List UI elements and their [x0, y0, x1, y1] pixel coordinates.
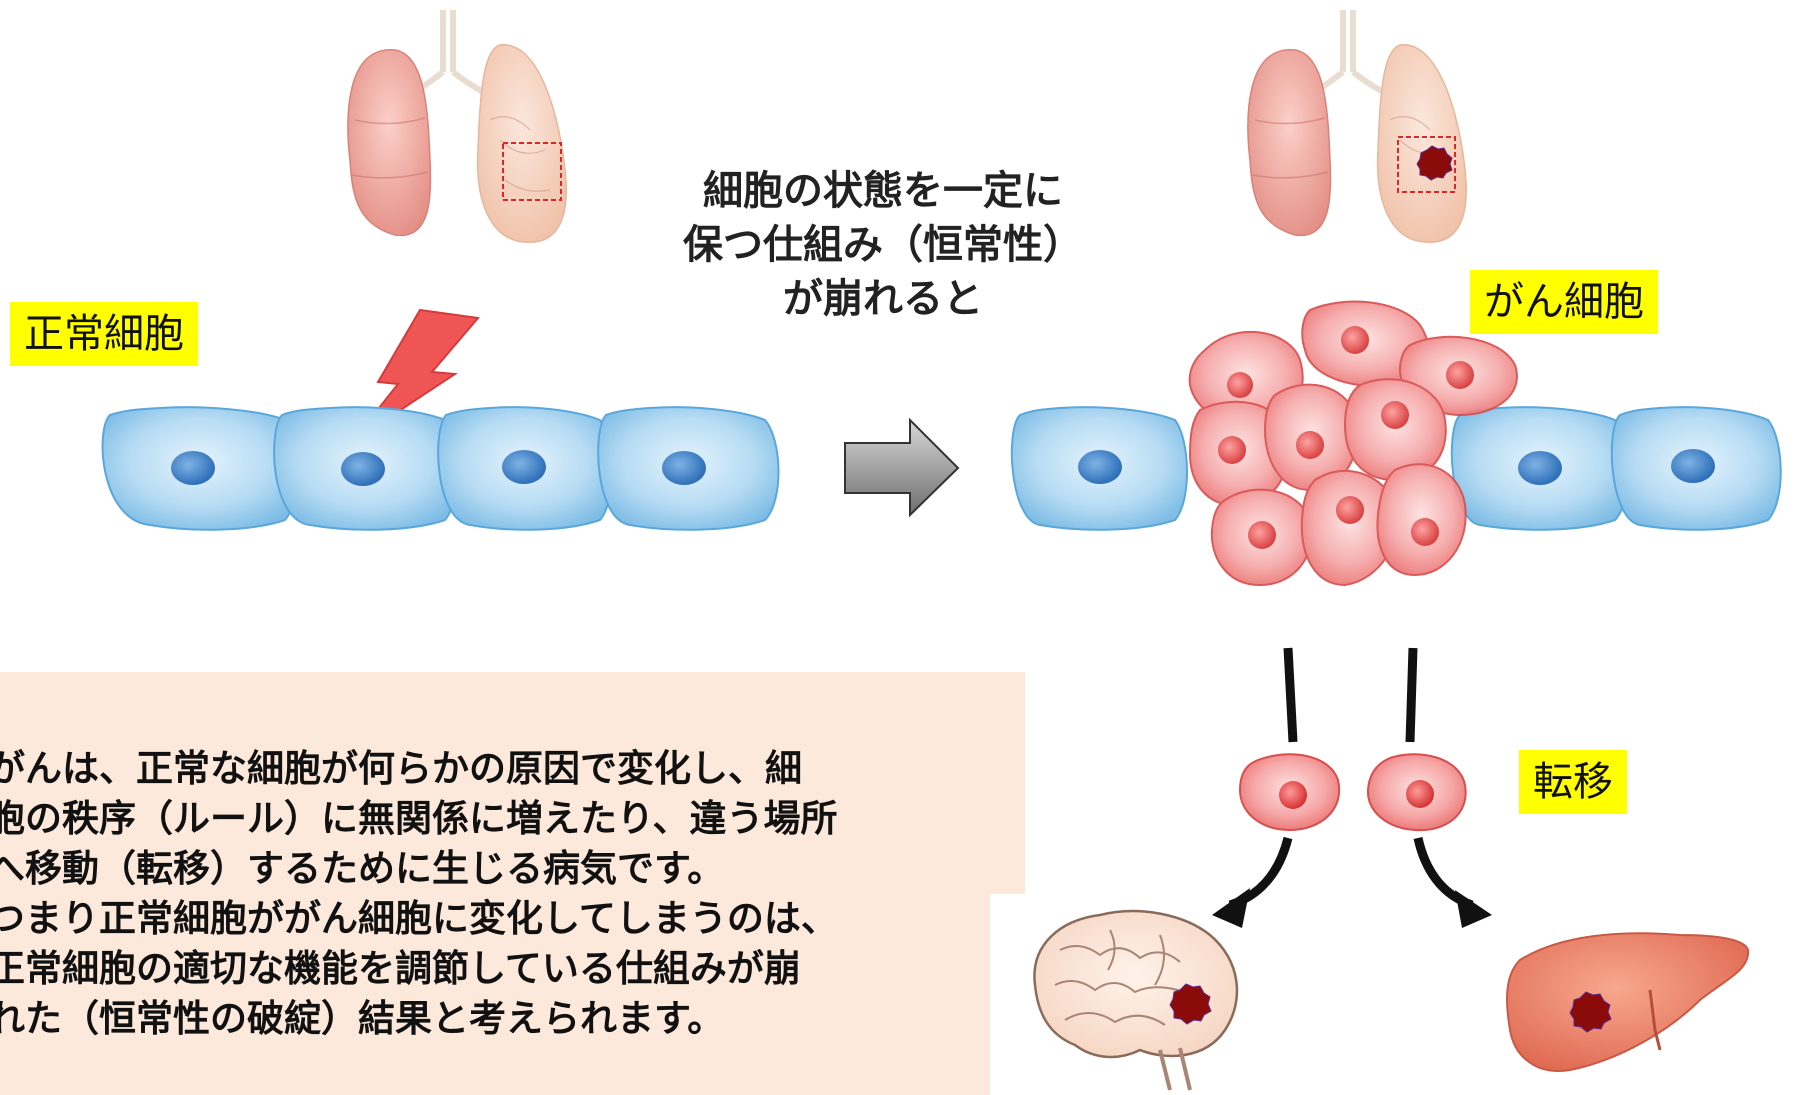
- description-line: へ移動（転移）するために生じる病気です。: [0, 844, 1010, 894]
- description-line: 胞の秩序（ルール）に無関係に増えたり、違う場所: [0, 794, 1010, 844]
- right-arrow-icon: [845, 420, 958, 515]
- caption-line-1: 細胞の状態を一定に: [663, 164, 1103, 218]
- caption-homeostasis: 細胞の状態を一定に 保つ仕組み（恒常性） が崩れると: [663, 164, 1103, 326]
- normal-cell: [1452, 407, 1629, 530]
- metastasis-cell: [1240, 754, 1339, 830]
- caption-line-3: が崩れると: [663, 272, 1103, 326]
- lungs-normal: [348, 10, 566, 242]
- brain-icon: [1034, 911, 1237, 1090]
- normal-cell: [1012, 407, 1187, 530]
- caption-line-2: 保つ仕組み（恒常性）: [663, 218, 1103, 272]
- split-line-right: [1410, 648, 1413, 742]
- description-line: つまり正常細胞ががん細胞に変化してしまうのは、: [0, 894, 1010, 944]
- split-line-left: [1288, 648, 1293, 742]
- label-normal-cell: 正常細胞: [10, 302, 198, 366]
- cancer-cell: [1212, 490, 1312, 585]
- metastasis-cell: [1368, 754, 1466, 830]
- description-line: 正常細胞の適切な機能を調節している仕組みが崩: [0, 944, 1010, 994]
- normal-cell: [1612, 407, 1781, 530]
- cancer-cell: [1377, 464, 1465, 575]
- curved-arrow-right: [1418, 838, 1472, 905]
- description-line: がんは、正常な細胞が何らかの原因で変化し、細: [0, 744, 1010, 794]
- description-line: れた（恒常性の破綻）結果と考えられます。: [0, 994, 1010, 1044]
- lungs-cancer: [1248, 10, 1466, 242]
- normal-cell: [103, 407, 297, 530]
- curved-arrow-left: [1230, 838, 1288, 905]
- label-metastasis: 転移: [1519, 750, 1627, 814]
- description-text: がんは、正常な細胞が何らかの原因で変化し、細 胞の秩序（ルール）に無関係に増えた…: [0, 744, 1010, 1044]
- normal-cell: [438, 407, 612, 530]
- liver-icon: [1507, 933, 1748, 1071]
- label-cancer-cell: がん細胞: [1470, 270, 1658, 334]
- normal-cell: [598, 407, 778, 530]
- normal-cell: [274, 407, 457, 530]
- normal-cell-row: [103, 407, 779, 530]
